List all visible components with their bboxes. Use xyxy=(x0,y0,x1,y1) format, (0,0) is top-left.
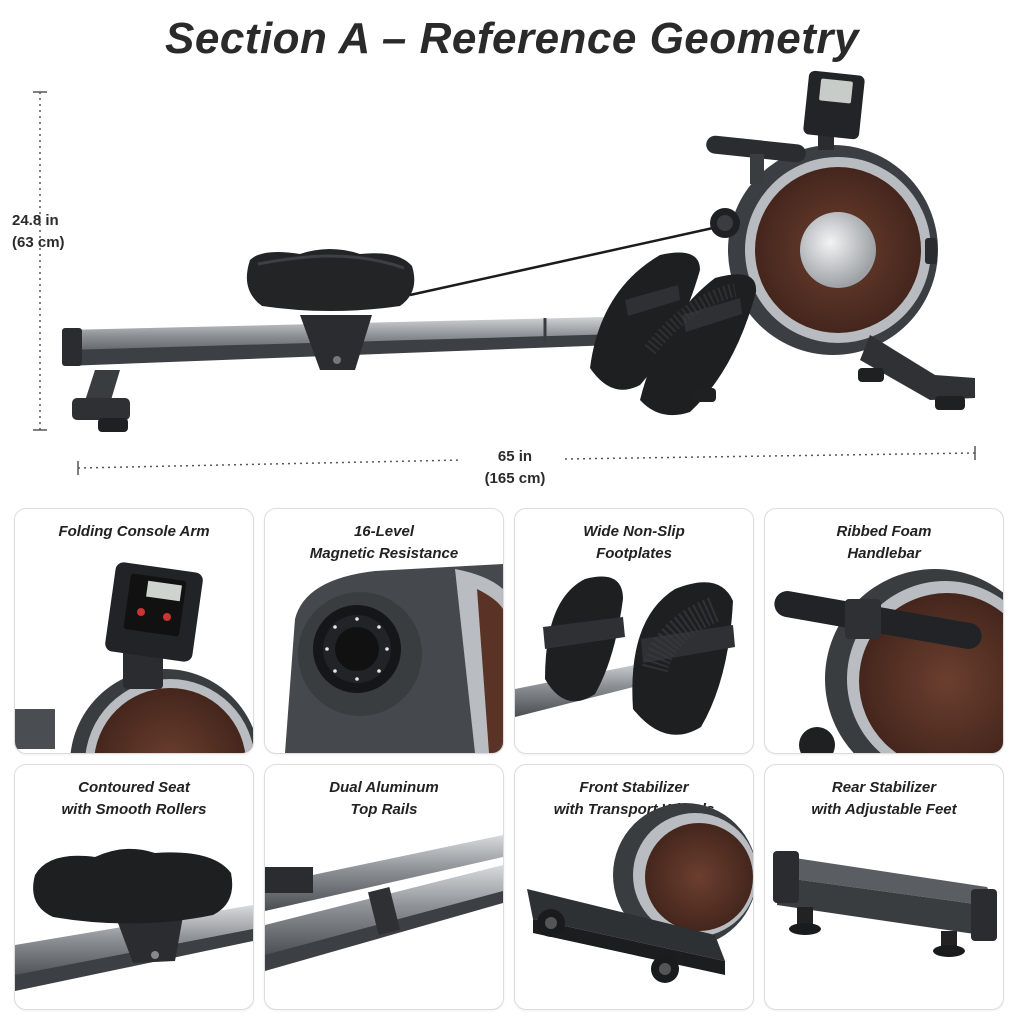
feature-card-handlebar: Ribbed Foam Handlebar xyxy=(764,508,1004,754)
front-stabilizer-image xyxy=(527,803,753,983)
feature-card-rear-stabilizer: Rear Stabilizer with Adjustable Feet xyxy=(764,764,1004,1010)
feature-caption-line1: Dual Aluminum xyxy=(329,779,439,796)
feature-caption-line1: Folding Console Arm xyxy=(58,523,210,540)
feature-caption-line2: Footplates xyxy=(596,545,672,562)
rear-stabilizer xyxy=(72,370,130,432)
feature-caption-line2: with Smooth Rollers xyxy=(61,801,207,818)
feature-caption-line2: Handlebar xyxy=(847,545,921,562)
length-label: 65 in (165 cm) xyxy=(482,446,548,490)
feature-caption: Dual Aluminum Top Rails xyxy=(265,777,503,821)
page-title: Section A – Reference Geometry xyxy=(165,14,859,63)
feature-caption-line1: Contoured Seat xyxy=(78,779,190,796)
feature-caption: Folding Console Arm xyxy=(15,521,253,543)
seat-image xyxy=(15,848,253,991)
resistance-knob xyxy=(710,208,740,238)
feature-caption: Wide Non-Slip Footplates xyxy=(515,521,753,565)
feature-caption-line2: Magnetic Resistance xyxy=(309,545,459,562)
feature-card-rails: Dual Aluminum Top Rails xyxy=(264,764,504,1010)
height-cm-label: (63 cm) xyxy=(12,234,65,251)
knob-scale-marks xyxy=(325,617,389,681)
feature-card-seat: Contoured Seat with Smooth Rollers xyxy=(14,764,254,1010)
feature-caption-line1: Front Stabilizer xyxy=(579,779,689,796)
height-label: 24.8 in (63 cm) xyxy=(12,210,65,254)
feature-caption-line1: Wide Non-Slip xyxy=(583,523,685,540)
feature-caption: 16-Level Magnetic Resistance xyxy=(265,521,503,565)
length-cm-label: (165 cm) xyxy=(484,470,546,487)
feature-caption-line1: Ribbed Foam xyxy=(836,523,932,540)
height-in-label: 24.8 in xyxy=(12,212,59,229)
front-stabilizer xyxy=(692,335,975,410)
feature-card-resistance: 16-Level Magnetic Resistance xyxy=(264,508,504,754)
feature-card-front-stabilizer: Front Stabilizer with Transport Wheels xyxy=(514,764,754,1010)
feature-caption: Rear Stabilizer with Adjustable Feet xyxy=(765,777,1003,821)
feature-caption: Ribbed Foam Handlebar xyxy=(765,521,1003,565)
feature-caption-line1: 16-Level xyxy=(353,523,415,540)
length-dimension-line-left xyxy=(77,459,463,469)
length-in-label: 65 in xyxy=(497,448,533,465)
rear-stabilizer-image xyxy=(773,851,997,957)
resistance-knob-image xyxy=(285,564,503,753)
console xyxy=(803,70,865,150)
rowing-machine-diagram xyxy=(33,70,976,475)
main-rail xyxy=(62,315,690,366)
hero-illustration: 24.8 in (63 cm) 65 in (165 cm) xyxy=(0,70,1024,500)
length-dimension-line-right xyxy=(564,452,976,460)
feature-caption-line1: Rear Stabilizer xyxy=(831,779,937,796)
console-arm-image xyxy=(15,562,253,753)
feature-card-console: Folding Console Arm xyxy=(14,508,254,754)
footplates-image xyxy=(515,576,735,735)
flywheel-housing xyxy=(728,145,938,355)
pull-cable xyxy=(409,224,723,297)
handlebar-image xyxy=(774,569,1003,753)
seat xyxy=(246,249,415,370)
feature-caption-line2: Top Rails xyxy=(350,801,418,818)
feature-caption: Contoured Seat with Smooth Rollers xyxy=(15,777,253,821)
handlebar xyxy=(706,135,806,184)
rails-image xyxy=(265,835,503,971)
footplates xyxy=(590,252,757,416)
feature-caption-line2: with Adjustable Feet xyxy=(811,801,957,818)
feature-card-footplates: Wide Non-Slip Footplates xyxy=(514,508,754,754)
